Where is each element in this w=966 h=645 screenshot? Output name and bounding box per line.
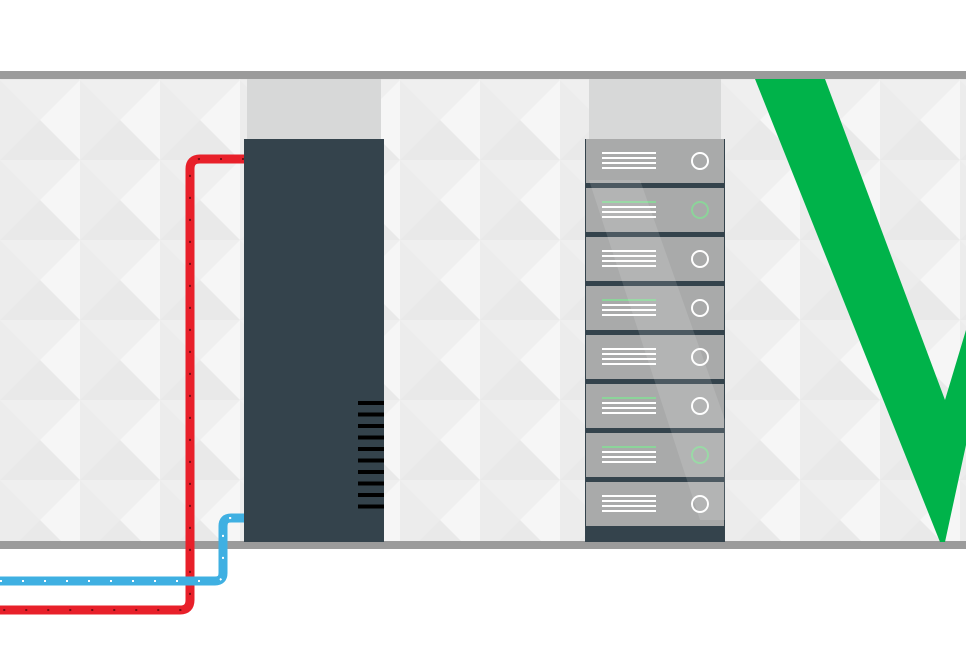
tower-vents bbox=[358, 401, 384, 509]
rack-server-icon bbox=[585, 79, 725, 542]
rack-unit-line bbox=[602, 461, 656, 463]
rack-unit-line bbox=[602, 216, 656, 218]
rack-unit-line bbox=[602, 255, 656, 257]
power-indicator-icon bbox=[691, 348, 709, 366]
vent-slot bbox=[358, 447, 384, 451]
tower-server-icon bbox=[244, 79, 384, 542]
rack-unit-line bbox=[602, 162, 656, 164]
rack-unit-line bbox=[602, 309, 656, 311]
rack-unit-line bbox=[602, 250, 656, 252]
rack-unit-line bbox=[602, 510, 656, 512]
power-indicator-icon bbox=[691, 152, 709, 170]
vent-slot bbox=[358, 504, 384, 509]
rack-unit-line bbox=[602, 363, 656, 365]
rack-unit-line bbox=[602, 314, 656, 316]
rack-unit-line bbox=[602, 167, 656, 169]
red-cable-icon bbox=[0, 154, 244, 615]
rack-units bbox=[586, 139, 724, 526]
rack-unit-line bbox=[602, 201, 656, 203]
top-rail bbox=[0, 71, 966, 79]
rack-unit-line bbox=[602, 358, 656, 360]
vent-slot bbox=[358, 493, 384, 497]
vent-slot bbox=[358, 481, 384, 486]
vent-slot bbox=[358, 412, 384, 417]
rack-unit-line bbox=[602, 446, 656, 448]
vent-slot bbox=[358, 470, 384, 474]
rack-unit bbox=[586, 139, 724, 183]
rack-unit-line bbox=[602, 495, 656, 497]
power-indicator-icon bbox=[691, 495, 709, 513]
green-v-logo-icon bbox=[755, 79, 966, 542]
vent-slot bbox=[358, 401, 384, 405]
rack-unit-line bbox=[602, 353, 656, 355]
rack-unit-line bbox=[602, 152, 656, 154]
rack-unit bbox=[586, 482, 724, 526]
rack-unit-line bbox=[602, 304, 656, 306]
rack-unit-line bbox=[602, 402, 656, 404]
rack-light-shine bbox=[589, 180, 725, 520]
rack-unit bbox=[586, 286, 724, 330]
power-indicator-icon bbox=[691, 397, 709, 415]
bottom-rail bbox=[0, 541, 966, 549]
rack-unit-line bbox=[602, 206, 656, 208]
rack-unit bbox=[586, 384, 724, 428]
power-indicator-icon bbox=[691, 250, 709, 268]
rack-unit-line bbox=[602, 265, 656, 267]
rack-unit bbox=[586, 335, 724, 379]
rack-unit bbox=[586, 237, 724, 281]
power-indicator-icon bbox=[691, 201, 709, 219]
rack-unit-line bbox=[602, 211, 656, 213]
rack-unit-line bbox=[602, 505, 656, 507]
power-indicator-icon bbox=[691, 446, 709, 464]
rack-unit-line bbox=[602, 456, 656, 458]
blue-cable-icon bbox=[0, 513, 244, 586]
rack-unit-line bbox=[602, 412, 656, 414]
rack-unit bbox=[586, 433, 724, 477]
rack-unit-line bbox=[602, 260, 656, 262]
rack-unit-line bbox=[602, 500, 656, 502]
power-indicator-icon bbox=[691, 299, 709, 317]
vent-slot bbox=[358, 424, 384, 428]
vent-slot bbox=[358, 435, 384, 440]
rack-unit bbox=[586, 188, 724, 232]
vent-slot bbox=[358, 458, 384, 463]
rack-unit-line bbox=[602, 451, 656, 453]
rack-unit-line bbox=[602, 157, 656, 159]
rack-unit-line bbox=[602, 407, 656, 409]
rack-unit-line bbox=[602, 397, 656, 399]
rack-unit-line bbox=[602, 348, 656, 350]
rack-unit-line bbox=[602, 299, 656, 301]
